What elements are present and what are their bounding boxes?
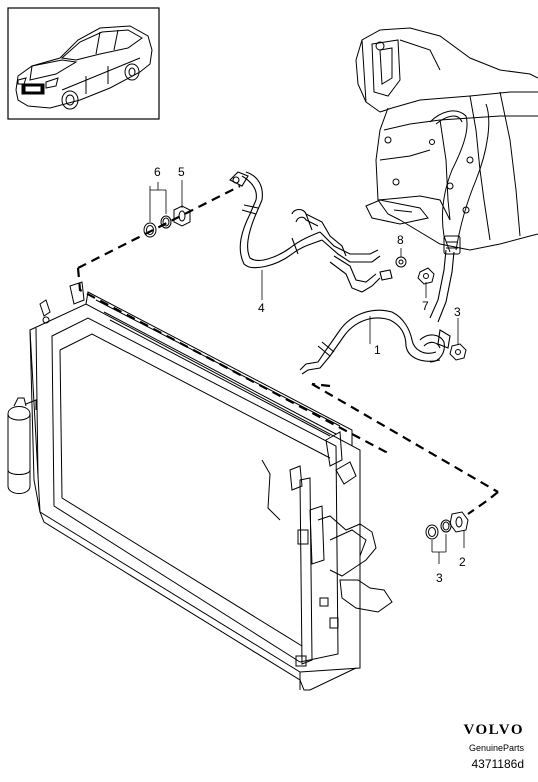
hose-part-4 (229, 171, 393, 293)
radiator-assembly (7, 281, 393, 691)
callout-3-upper: 3 (454, 305, 461, 319)
callout-1: 1 (374, 343, 381, 357)
leader-lines (149, 180, 465, 564)
brand-logo-text: VOLVO (463, 722, 524, 738)
assembly-lines (76, 185, 499, 515)
car-thumbnail (7, 7, 160, 120)
gearbox-fittings (395, 256, 467, 361)
callout-3-lower: 3 (436, 571, 443, 585)
lower-fittings (425, 511, 469, 540)
callout-5: 5 (178, 165, 185, 179)
callout-8: 8 (397, 233, 404, 247)
gearbox-housing (355, 27, 538, 255)
callout-6: 6 (154, 165, 161, 179)
callout-4: 4 (258, 301, 265, 315)
hose-part-1 (299, 249, 455, 375)
diagram-code: 4371186d (471, 757, 525, 771)
callout-7: 7 (422, 299, 429, 313)
brand-subtitle: GenuineParts (468, 743, 524, 753)
callout-2: 2 (459, 555, 466, 569)
upper-fittings (143, 205, 191, 238)
